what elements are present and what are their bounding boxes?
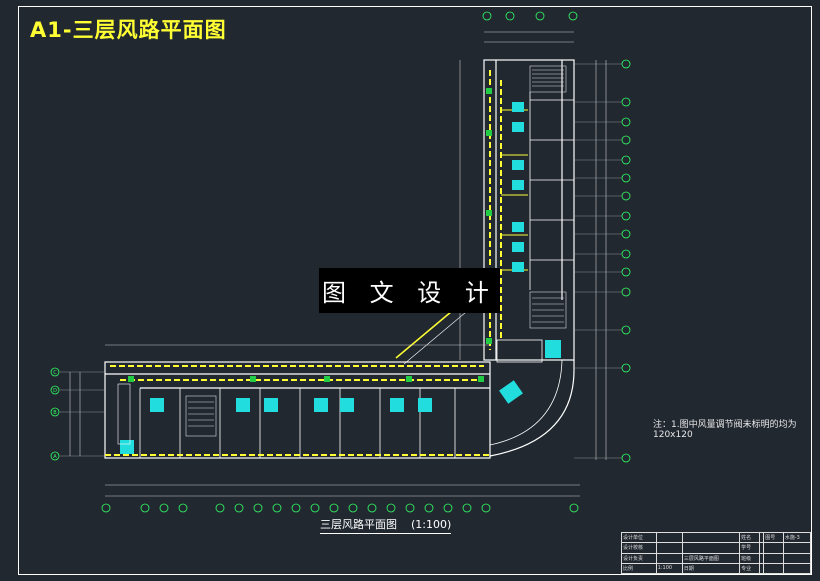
south-duct xyxy=(105,365,490,456)
dimension-lines xyxy=(69,31,607,497)
cell xyxy=(763,552,784,564)
axis-label-c: C xyxy=(53,370,57,376)
plan-caption: 三层风路平面图 (1:100) xyxy=(320,516,452,534)
cell: 专业 xyxy=(739,562,760,575)
cell: 学号 xyxy=(739,542,760,554)
north-wing xyxy=(483,59,575,361)
cell xyxy=(681,531,741,544)
title-block-row: 设计单位 姓名图号水施-3 xyxy=(621,531,812,544)
cell xyxy=(763,542,784,554)
cell xyxy=(782,562,812,575)
title-block-row: 设计负责 三层风路平面图班级 xyxy=(621,552,812,564)
cell: 班级 xyxy=(739,552,760,564)
cell xyxy=(681,542,741,554)
cell xyxy=(655,531,683,544)
cell: 三层风路平面图 xyxy=(681,552,741,564)
axis-bubbles-bottom xyxy=(101,503,579,513)
design-note: 注：1.图中风量调节阀未标明的均为120x120 xyxy=(653,420,797,440)
watermark-stamp: 图 文 设 计 xyxy=(319,268,500,313)
axis-labels-left: C D B A xyxy=(53,370,57,460)
axis-label-b: B xyxy=(53,410,57,416)
grid-lines xyxy=(60,63,622,459)
curved-wall xyxy=(489,360,575,457)
stair-top xyxy=(529,65,567,93)
south-wing xyxy=(104,361,491,459)
stair-bottom xyxy=(529,291,567,329)
cell: 姓名 xyxy=(739,531,760,544)
title-block-row: 设计校核 学号 xyxy=(621,542,812,554)
axis-bubbles-left xyxy=(50,367,60,461)
drawing-border xyxy=(18,6,812,575)
south-rooms xyxy=(139,388,456,458)
cell: 图号 xyxy=(763,531,784,544)
cell: 设计校核 xyxy=(621,542,657,554)
cell xyxy=(763,562,784,575)
axis-label-d: D xyxy=(53,388,57,394)
cell xyxy=(655,552,683,564)
axis-bubbles-right xyxy=(621,59,631,463)
axis-label-a: A xyxy=(53,454,57,460)
cell xyxy=(782,542,812,554)
cell xyxy=(782,552,812,564)
cell xyxy=(655,542,683,554)
green-markers-south xyxy=(128,376,484,382)
caption-scale: (1:100) xyxy=(411,518,452,531)
caption-text: 三层风路平面图 xyxy=(320,518,397,531)
cell: 日期 xyxy=(681,562,741,575)
cell: 水施-3 xyxy=(782,531,812,544)
axis-bubbles-top xyxy=(482,11,578,21)
south-units xyxy=(120,398,432,454)
cell: 比例 xyxy=(621,562,657,575)
cell: 1:100 xyxy=(655,562,683,575)
cell: 设计负责 xyxy=(621,552,657,564)
cell: 设计单位 xyxy=(621,531,657,544)
north-rooms xyxy=(529,92,574,290)
north-units xyxy=(512,102,561,358)
drawing-title: A1-三层风路平面图 xyxy=(30,18,227,42)
stair-south xyxy=(185,395,217,437)
